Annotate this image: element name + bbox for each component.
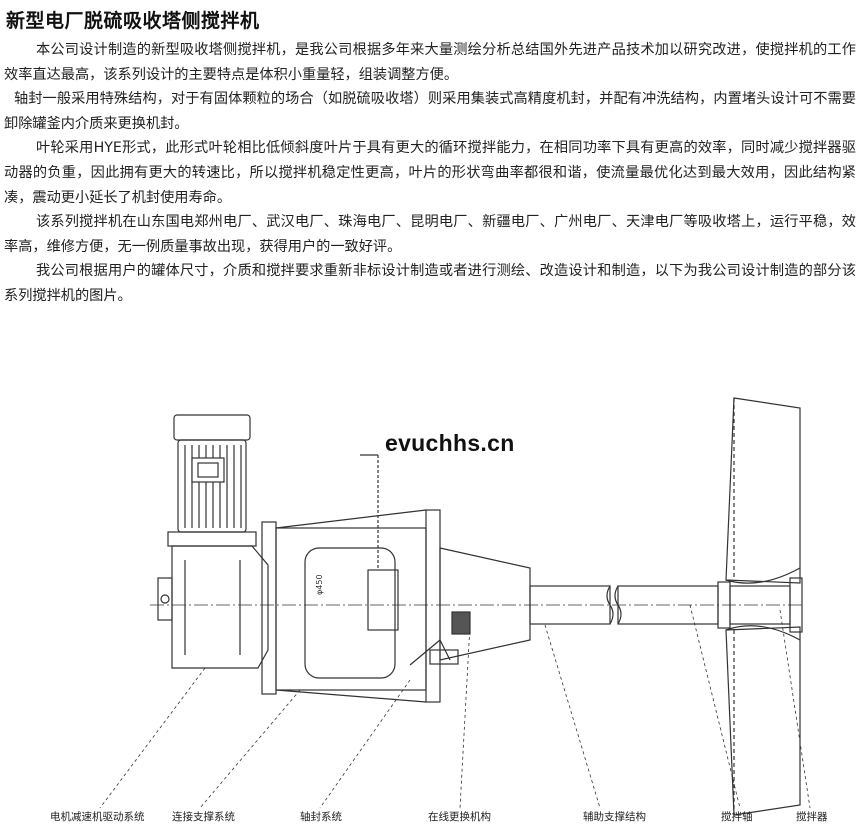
- label-auxiliary-support: 辅助支撑结构: [583, 811, 646, 823]
- label-online-replacement: 在线更换机构: [428, 811, 491, 823]
- page-title: 新型电厂脱硫吸收塔侧搅拌机: [6, 10, 260, 32]
- label-agitator: 搅拌器: [796, 811, 828, 823]
- gearbox: [157, 531, 269, 669]
- agitator-technical-drawing: φ450: [99, 397, 811, 816]
- label-seal-system: 轴封系统: [300, 811, 342, 823]
- label-support-system: 连接支撑系统: [172, 811, 235, 823]
- impeller: [717, 397, 803, 816]
- paragraph-shaft-seal: 轴封一般采用特殊结构，对于有固体颗粒的场合（如脱硫吸收塔）则采用集装式高精度机封…: [4, 91, 856, 132]
- paragraph-impeller: 叶轮采用HYE形式，此形式叶轮相比低倾斜度叶片于具有更大的循环搅拌能力，在相同功…: [4, 140, 856, 206]
- support-frame: φ450: [261, 454, 441, 703]
- agitator-shaft: [150, 585, 805, 625]
- watermark: evuchhs.cn: [385, 430, 515, 456]
- motor: [173, 414, 251, 533]
- callout-lines: [99, 604, 811, 809]
- shaft-seal: [409, 547, 531, 666]
- paragraph-applications: 该系列搅拌机在山东国电郑州电厂、武汉电厂、珠海电厂、昆明电厂、新疆电厂、广州电厂…: [4, 214, 856, 255]
- label-shaft: 搅拌轴: [721, 811, 753, 823]
- dimension-label: φ450: [315, 574, 324, 595]
- label-drive-system: 电机减速机驱动系统: [50, 811, 145, 823]
- paragraph-custom-design: 我公司根据用户的罐体尺寸，介质和搅拌要求重新非标设计制造或者进行测绘、改造设计和…: [4, 263, 856, 304]
- article-body: 本公司设计制造的新型吸收塔侧搅拌机，是我公司根据多年来大量测绘分析总结国外先进产…: [4, 38, 856, 309]
- paragraph-intro: 本公司设计制造的新型吸收塔侧搅拌机，是我公司根据多年来大量测绘分析总结国外先进产…: [4, 42, 856, 83]
